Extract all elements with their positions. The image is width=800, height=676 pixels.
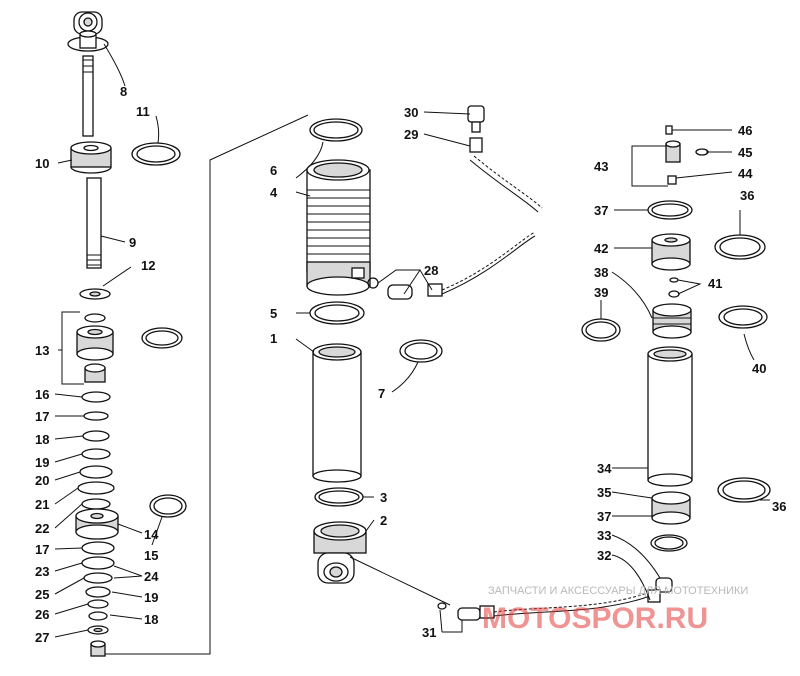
shaft-eyelet (67, 11, 109, 52)
callout-46: 46 (738, 123, 752, 138)
callout-5: 5 (270, 306, 277, 321)
callout-19: 19 (35, 455, 49, 470)
floating-piston (652, 303, 692, 339)
piston-shaft-upper (82, 55, 94, 137)
o-ring (131, 142, 181, 166)
callout-41: 41 (708, 276, 722, 291)
callout-1: 1 (270, 331, 277, 346)
spring-body (306, 159, 371, 296)
watermark-logo: MOTOSPOR.RU (482, 602, 708, 635)
callout-43: 43 (594, 159, 608, 174)
callout-23: 23 (35, 564, 49, 579)
callout-labels: 1 2 3 4 5 6 7 8 9 10 11 12 13 14 15 16 1… (35, 84, 786, 645)
hose (441, 231, 536, 291)
callout-40: 40 (752, 361, 766, 376)
center-assembly (306, 105, 651, 621)
callout-35: 35 (597, 485, 611, 500)
reservoir-tube (647, 346, 693, 487)
callout-25: 25 (35, 587, 49, 602)
callout-9: 9 (129, 235, 136, 250)
assembly-line (105, 114, 309, 655)
callout-29: 29 (404, 127, 418, 142)
callout-42: 42 (594, 241, 608, 256)
leader-lines (54, 43, 770, 638)
callout-7: 7 (378, 386, 385, 401)
callout-18: 18 (35, 432, 49, 447)
callout-17: 17 (35, 409, 49, 424)
seal-head (70, 141, 112, 174)
callout-34: 34 (597, 461, 612, 476)
valve-fitting (467, 105, 485, 153)
shaft-nut (90, 640, 106, 657)
reservoir-end-cap (651, 491, 691, 525)
callout-12: 12 (141, 258, 155, 273)
callout-39: 39 (594, 285, 608, 300)
lower-eyelet (313, 521, 367, 584)
callout-32: 32 (597, 548, 611, 563)
hose-fitting (367, 277, 443, 300)
callout-30: 30 (404, 105, 418, 120)
lower-hose-fitting (437, 602, 495, 621)
cylinder (312, 343, 362, 483)
reservoir-cap (651, 233, 691, 271)
callout-28: 28 (424, 263, 438, 278)
callout-3: 3 (380, 490, 387, 505)
lower-hose (493, 591, 651, 613)
lower-hose-leader (349, 556, 451, 606)
callout-21: 21 (35, 497, 49, 512)
callout-44: 44 (738, 166, 753, 181)
shim-stack (77, 391, 115, 510)
watermark-caption: ЗАПЧАСТИ И АКСЕССУАРЫ ДЛЯ МОТОТЕХНИКИ (488, 585, 748, 597)
callout-20: 20 (35, 473, 49, 488)
callout-13: 13 (35, 343, 49, 358)
callout-26: 26 (35, 607, 49, 622)
band-ring (141, 327, 183, 349)
callout-45: 45 (738, 145, 752, 160)
callout-14: 14 (144, 527, 159, 542)
callout-2: 2 (380, 513, 387, 528)
callout-16: 16 (35, 387, 49, 402)
callout-15: 15 (144, 548, 158, 563)
callout-10: 10 (35, 156, 49, 171)
callout-11: 11 (136, 104, 150, 119)
callout-36b: 36 (772, 499, 786, 514)
callout-17b: 17 (35, 542, 49, 557)
callout-36: 36 (740, 188, 754, 203)
piston-shaft-lower (86, 177, 102, 269)
callout-18b: 18 (144, 612, 158, 627)
callout-31: 31 (422, 625, 436, 640)
callout-38: 38 (594, 265, 608, 280)
callout-27: 27 (35, 630, 49, 645)
callout-8: 8 (120, 84, 127, 99)
lower-shim-stack (81, 541, 115, 635)
watermark: ЗАПЧАСТИ И АКСЕССУАРЫ ДЛЯ МОТОТЕХНИКИ MO… (482, 585, 748, 635)
callout-33: 33 (597, 528, 611, 543)
callout-22: 22 (35, 521, 49, 536)
piston-ring (149, 494, 187, 518)
bearing-group (76, 313, 114, 383)
callout-19b: 19 (144, 590, 158, 605)
callout-24: 24 (144, 569, 159, 584)
callout-37b: 37 (597, 509, 611, 524)
callout-37: 37 (594, 203, 608, 218)
left-assembly (67, 11, 187, 657)
piston (75, 508, 119, 540)
callout-6: 6 (270, 163, 277, 178)
callout-4: 4 (270, 185, 278, 200)
right-assembly (581, 125, 771, 603)
